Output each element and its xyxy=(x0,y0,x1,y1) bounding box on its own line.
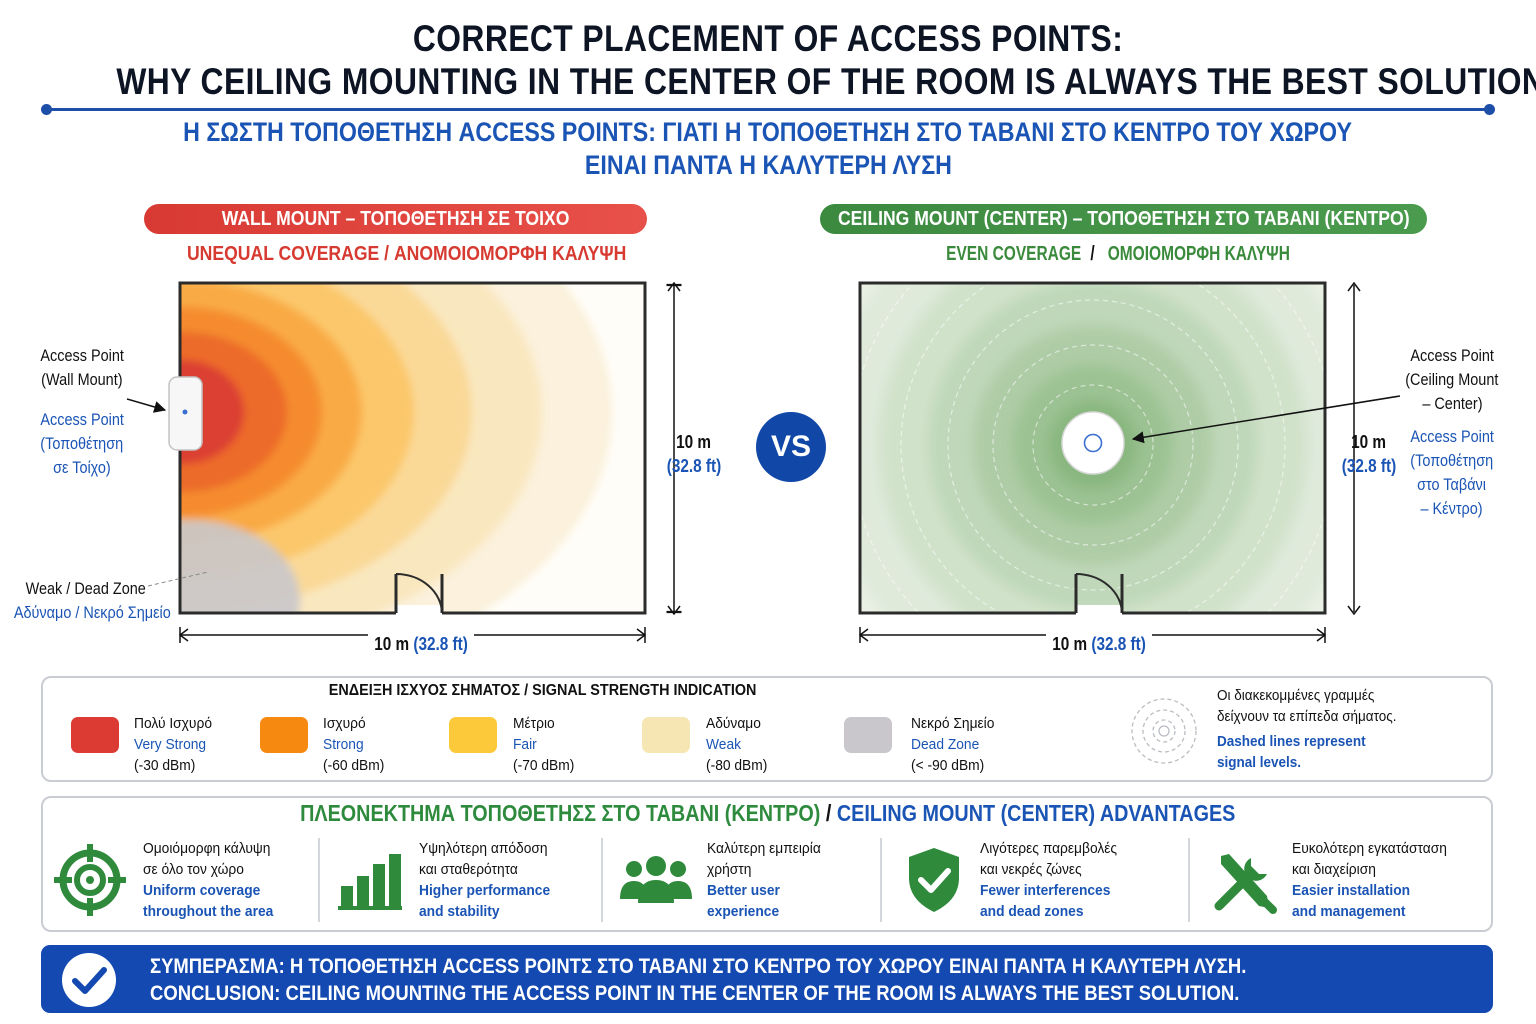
main-title-line-1: CORRECT PLACEMENT OF ACCESS POINTS: xyxy=(412,18,1124,59)
greek-subtitle-line-2: ΕΙΝΑΙ ΠΑΝΤΑ Η ΚΑΛΥΤΕΡΗ ΛΥΣΗ xyxy=(584,150,952,180)
advantage-divider xyxy=(601,838,603,922)
wall-mount-pill: WALL MOUNT – ΤΟΠΟΘΕΤΗΣΗ ΣΕ ΤΟΙΧΟ xyxy=(144,204,647,234)
dead-zone-label: Weak / Dead Zone xyxy=(25,579,147,598)
dead-zone-label-greek: Αδύναμο / Νεκρό Σημείο xyxy=(14,603,171,622)
wall-height-label: 10 m (32.8 ft) xyxy=(666,432,722,476)
bar-chart-icon xyxy=(338,854,402,910)
legend-swatch-very-strong xyxy=(71,717,119,753)
ceiling-ap-pointer xyxy=(1131,395,1401,444)
wall-room-door xyxy=(394,573,444,617)
wall-ap-led xyxy=(182,409,188,415)
legend-note: Οι διακεκομμένες γραμμές δείχνουν τα επί… xyxy=(1217,687,1397,771)
users-icon xyxy=(620,856,692,903)
wall-ap-label: Access Point (Wall Mount) xyxy=(40,346,124,389)
wall-heatmap xyxy=(180,283,645,613)
wall-ap-pointer xyxy=(126,398,167,413)
ceiling-ap-led-ring xyxy=(1083,433,1103,453)
legend-swatch-strong xyxy=(260,717,308,753)
advantages-panel xyxy=(41,796,1493,932)
ceiling-access-point-device xyxy=(1061,411,1125,475)
legend-swatch-dead-zone xyxy=(844,717,892,753)
tools-icon xyxy=(1214,854,1277,914)
advantages-title: ΠΛΕΟΝΕΚΤΗΜΑ ΤΟΠΟΘΕΤΗΣΣ ΣΤΟ ΤΑΒΑΝΙ (ΚΕΝΤΡ… xyxy=(300,800,1236,826)
ceiling-height-label: 10 m (32.8 ft) xyxy=(1341,432,1397,476)
ceiling-mount-pill: CEILING MOUNT (CENTER) – ΤΟΠΟΘΕΤΗΣΗ ΣΤΟ … xyxy=(820,204,1427,234)
dashed-rings-icon xyxy=(1131,698,1197,764)
divider-dot-left xyxy=(41,104,52,115)
ceiling-width-label: 10 m (32.8 ft) xyxy=(1052,634,1146,654)
conclusion-text: ΣΥΜΠΕΡΑΣΜΑ: Η ΤΟΠΟΘΕΤΗΣΗ ACCESS POINTΣ Σ… xyxy=(150,955,1247,1005)
vs-badge: VS xyxy=(756,412,826,482)
ceiling-room-door xyxy=(1074,573,1124,617)
ceiling-ap-label-greek: Access Point (Τοποθέτηση στο Ταβάνι – Κέ… xyxy=(1410,427,1494,518)
shield-check-icon xyxy=(909,848,959,912)
advantage-divider xyxy=(318,838,320,922)
advantage-divider xyxy=(880,838,882,922)
greek-subtitle-line-1: Η ΣΩΣΤΗ ΤΟΠΟΘΕΤΗΣΗ ACCESS POINTS: ΓΙΑΤΙ … xyxy=(183,117,1353,147)
wall-coverage-label: UNEQUAL COVERAGE / ΑΝΟΜΟΙΟΜΟΡΦΗ ΚΑΛΥΨΗ xyxy=(187,243,627,265)
signal-legend xyxy=(41,676,1493,782)
checkmark-circle-icon xyxy=(62,953,116,1007)
legend-swatch-fair xyxy=(449,717,497,753)
advantage-divider xyxy=(1188,838,1190,922)
ceiling-ap-label: Access Point (Ceiling Mount – Center) xyxy=(1405,346,1499,413)
room-diagrams xyxy=(126,281,1401,643)
dead-zone-pointer xyxy=(147,571,209,587)
conclusion-banner xyxy=(41,945,1493,1013)
divider-dot-right xyxy=(1484,104,1495,115)
legend-title: ΕΝΔΕΙΞΗ ΙΣΧΥΟΣ ΣΗΜΑΤΟΣ / SIGNAL STRENGTH… xyxy=(329,682,757,699)
title-divider xyxy=(46,108,1490,111)
wall-width-label: 10 m (32.8 ft) xyxy=(374,634,468,654)
legend-swatch-weak xyxy=(642,717,690,753)
target-icon xyxy=(54,844,126,916)
wall-ap-label-greek: Access Point (Τοποθέτηση σε Τοίχο) xyxy=(40,410,124,477)
main-title-line-2: WHY CEILING MOUNTING IN THE CENTER OF TH… xyxy=(116,61,1536,102)
ceiling-coverage-label: EVEN COVERAGE / ΟΜΟΙΟΜΟΡΦΗ ΚΑΛΥΨΗ xyxy=(946,243,1291,265)
